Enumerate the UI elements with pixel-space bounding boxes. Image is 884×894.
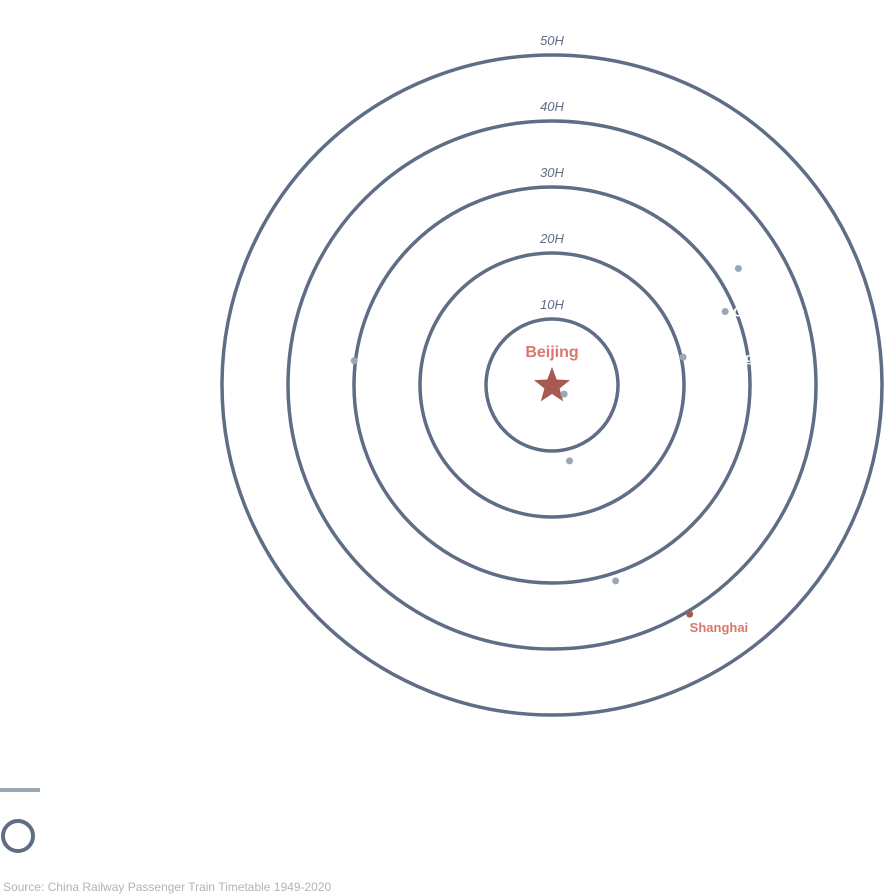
city-label: Harbin bbox=[746, 262, 787, 277]
city-dot bbox=[679, 353, 687, 361]
city-label: Changchun bbox=[733, 305, 805, 320]
city-label: Taiyuan bbox=[362, 354, 410, 369]
ring-20h bbox=[418, 251, 686, 519]
ring-10h bbox=[484, 317, 620, 453]
legend-line-label: Beijing and other cities travel time in … bbox=[52, 779, 349, 796]
city-dot bbox=[721, 308, 729, 316]
source-note: Source: China Railway Passenger Train Ti… bbox=[3, 880, 332, 894]
center-label: Beijing bbox=[525, 344, 578, 361]
ring-label: 10H bbox=[540, 297, 564, 312]
city-label: Shanghai bbox=[690, 620, 749, 635]
ring-30h bbox=[352, 185, 752, 585]
ring-50h bbox=[220, 53, 884, 717]
city-label: Nanjing bbox=[624, 574, 672, 589]
legend-line-swatch bbox=[0, 788, 40, 792]
city-dot bbox=[560, 390, 568, 398]
city-dot bbox=[350, 357, 358, 365]
ring-label: 30H bbox=[540, 165, 564, 180]
legend-circle-swatch bbox=[1, 819, 35, 853]
city-dot bbox=[566, 457, 574, 465]
city-label: Shenyang bbox=[691, 350, 753, 365]
ring-label: 20H bbox=[539, 231, 564, 246]
ring-40h bbox=[286, 119, 818, 651]
legend-circle-label: Travel time bbox=[52, 829, 121, 845]
city-dot bbox=[612, 577, 620, 585]
city-label: Tianjin bbox=[572, 387, 614, 402]
ring-label: 40H bbox=[540, 99, 564, 114]
city-dot bbox=[686, 610, 694, 618]
city-dot bbox=[734, 265, 742, 273]
city-label: Jinan bbox=[578, 454, 612, 469]
beijing-star-icon bbox=[533, 367, 571, 402]
ring-label: 50H bbox=[540, 33, 564, 48]
